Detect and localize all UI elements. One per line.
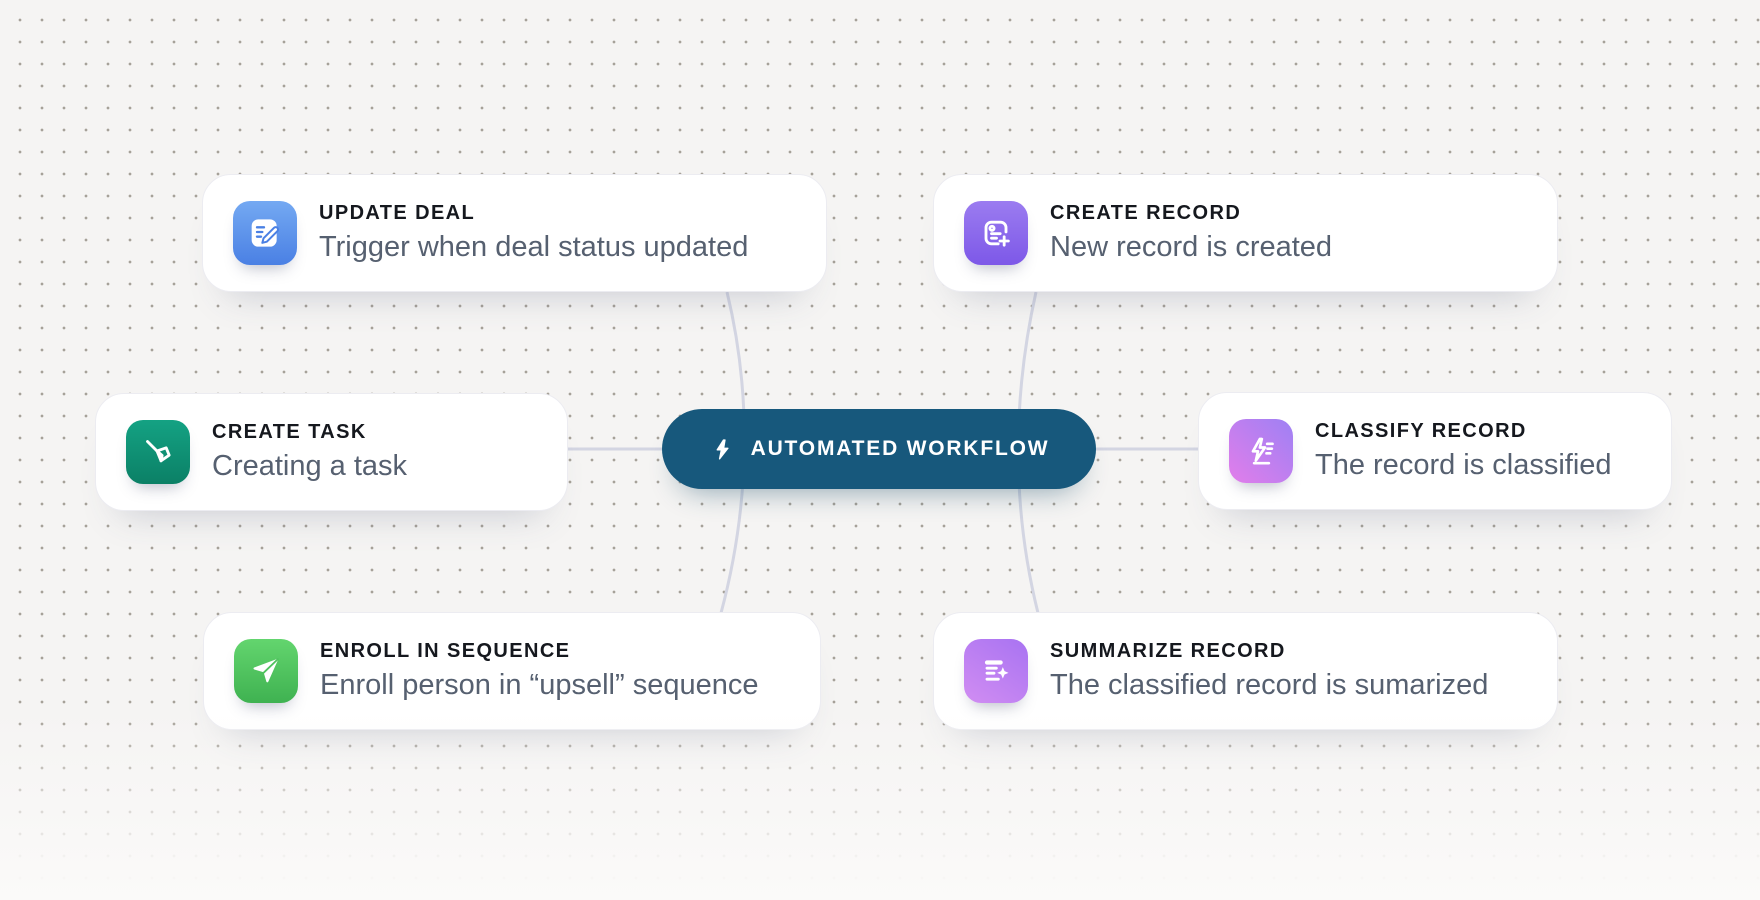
paper-plane-icon <box>234 639 298 703</box>
node-summarize-record[interactable]: SUMMARIZE RECORD The classified record i… <box>933 612 1558 730</box>
automated-workflow-node[interactable]: AUTOMATED WORKFLOW <box>662 409 1096 489</box>
node-title: ENROLL IN SEQUENCE <box>320 639 571 662</box>
record-plus-icon <box>964 201 1028 265</box>
node-subtitle: Enroll person in “upsell” sequence <box>320 668 759 701</box>
node-title: CREATE RECORD <box>1050 201 1242 224</box>
node-title: CREATE TASK <box>212 420 367 443</box>
node-title: SUMMARIZE RECORD <box>1050 639 1286 662</box>
automated-workflow-label: AUTOMATED WORKFLOW <box>750 437 1050 460</box>
flash-list-icon <box>1229 419 1293 483</box>
node-subtitle: The record is classified <box>1315 448 1612 481</box>
pushpin-icon <box>126 420 190 484</box>
lightning-bolt-icon <box>709 436 736 463</box>
node-create-record[interactable]: CREATE RECORD New record is created <box>933 174 1558 292</box>
node-subtitle: Trigger when deal status updated <box>319 230 749 263</box>
node-create-task[interactable]: CREATE TASK Creating a task <box>95 393 568 511</box>
node-subtitle: New record is created <box>1050 230 1333 263</box>
node-title: CLASSIFY RECORD <box>1315 419 1527 442</box>
node-subtitle: Creating a task <box>212 449 408 482</box>
node-update-deal[interactable]: UPDATE DEAL Trigger when deal status upd… <box>202 174 827 292</box>
summary-sparkle-icon <box>964 639 1028 703</box>
node-classify-record[interactable]: CLASSIFY RECORD The record is classified <box>1198 392 1672 510</box>
node-enroll-in-sequence[interactable]: ENROLL IN SEQUENCE Enroll person in “ups… <box>203 612 821 730</box>
node-subtitle: The classified record is sumarized <box>1050 668 1489 701</box>
edit-document-icon <box>233 201 297 265</box>
node-title: UPDATE DEAL <box>319 201 476 224</box>
